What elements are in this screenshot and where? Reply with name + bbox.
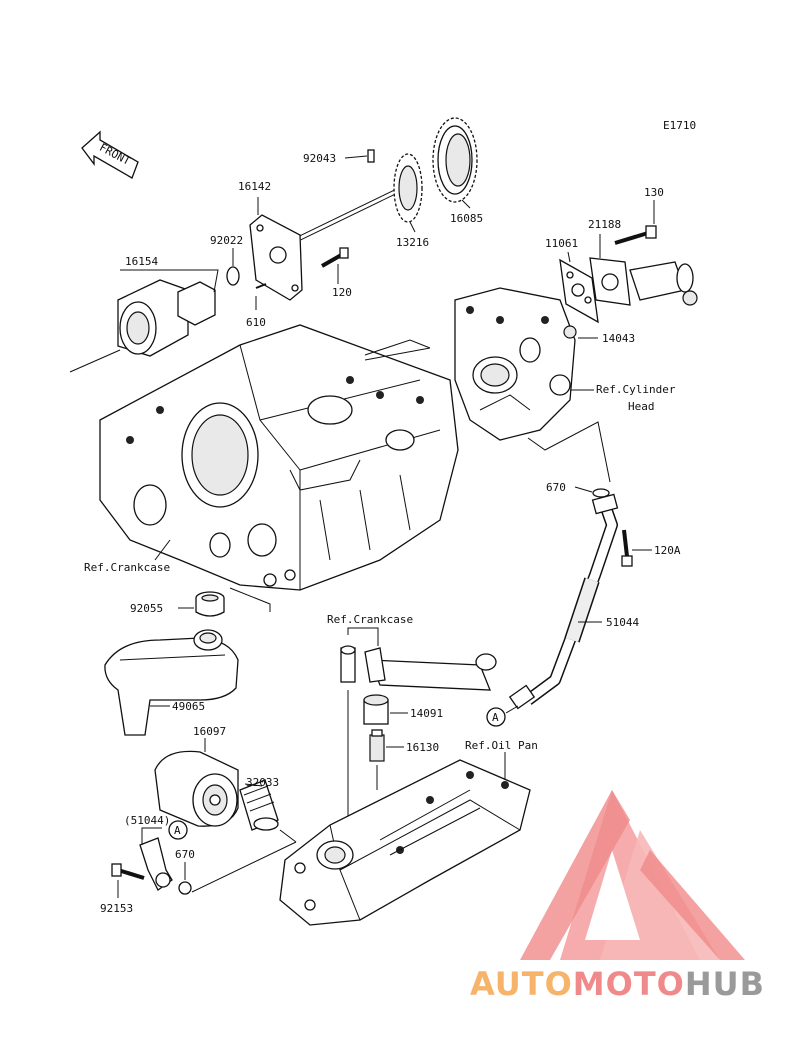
- shaft-13216: [298, 153, 423, 241]
- label-ref-oil-pan: Ref.Oil Pan: [465, 739, 538, 752]
- label-ref-cylinder-2: Head: [628, 400, 655, 413]
- label-a-bottom: A: [174, 824, 181, 837]
- watermark-text-moto: MOTO: [573, 965, 685, 1003]
- label-ref-crankcase-2: Ref.Crankcase: [327, 613, 413, 626]
- pin-610: [255, 283, 267, 289]
- bolt-130: [614, 225, 657, 245]
- valve-21188: [589, 257, 698, 306]
- label-16085: 16085: [450, 212, 483, 225]
- label-16130: 16130: [406, 741, 439, 754]
- label-21188: 21188: [588, 218, 621, 231]
- label-a-top: A: [492, 711, 499, 724]
- label-92022: 92022: [210, 234, 243, 247]
- svg-text:AUTOMOTOHUB: AUTOMOTOHUB: [470, 965, 765, 1003]
- cap-92055: [195, 591, 225, 617]
- bolt-120: [321, 247, 349, 268]
- spacer-14091: [363, 694, 389, 725]
- pipe-32033: [239, 779, 279, 831]
- label-92153: 92153: [100, 902, 133, 915]
- pump-cover-16142: [249, 214, 303, 301]
- oring-670-bottom: [178, 881, 192, 895]
- oil-pipe-51044: [508, 493, 619, 710]
- strainer-49065: [104, 629, 239, 736]
- label-ref-cylinder-1: Ref.Cylinder: [596, 383, 676, 396]
- label-92055: 92055: [130, 602, 163, 615]
- label-32033: 32033: [246, 776, 279, 789]
- watermark-text-hub: HUB: [685, 965, 765, 1003]
- oil-passage: [340, 645, 497, 691]
- label-16142: 16142: [238, 180, 271, 193]
- watermark-text-auto: AUTO: [470, 965, 573, 1003]
- oil-pan: [279, 759, 531, 926]
- front-arrow-icon: FRONT: [81, 130, 139, 179]
- label-51044-ref: (51044): [124, 814, 170, 827]
- crankcase: [99, 324, 459, 591]
- cylinder-head: [454, 287, 576, 441]
- label-14091: 14091: [410, 707, 443, 720]
- label-670-top: 670: [546, 481, 566, 494]
- marker-a-bottom: [168, 820, 188, 840]
- washer-14043: [563, 325, 577, 339]
- label-610: 610: [246, 316, 266, 329]
- label-ref-crankcase-1: Ref.Crankcase: [84, 561, 170, 574]
- label-49065: 49065: [172, 700, 205, 713]
- label-11061: 11061: [545, 237, 578, 250]
- label-16154: 16154: [125, 255, 158, 268]
- rotor-16154: [117, 279, 216, 357]
- label-16097: 16097: [193, 725, 226, 738]
- oring-92022: [226, 266, 240, 286]
- gasket-11061: [559, 258, 599, 324]
- label-14043: 14043: [602, 332, 635, 345]
- label-120a: 120A: [654, 544, 681, 557]
- marker-a-top: [486, 707, 506, 727]
- gear-16085: [432, 117, 478, 203]
- label-130: 130: [644, 186, 664, 199]
- bolt-92153: [111, 863, 145, 880]
- oring-670-top: [592, 488, 610, 498]
- label-51044: 51044: [606, 616, 639, 629]
- label-92043: 92043: [303, 152, 336, 165]
- valve-16130: [369, 729, 385, 762]
- watermark-logo: AUTOMOTOHUB: [470, 790, 765, 1003]
- key-92043: [367, 149, 375, 163]
- bolt-120a: [621, 529, 633, 567]
- label-120: 120: [332, 286, 352, 299]
- oil-filter-16097: [154, 750, 239, 827]
- oil-pipe-51044-ref: [139, 837, 173, 891]
- label-13216: 13216: [396, 236, 429, 249]
- diagram-code: E1710: [663, 119, 696, 132]
- label-670-bottom: 670: [175, 848, 195, 861]
